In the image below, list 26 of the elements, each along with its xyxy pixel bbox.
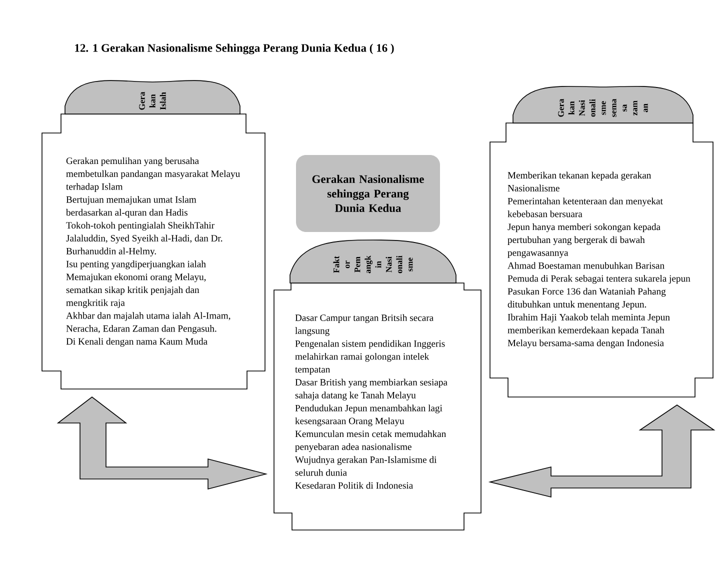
node-label: Pendudukan Jepun menambahkan lagi kesengsaraan Orang Melayu bbox=[295, 404, 442, 426]
title: 12. 1 Gerakan Nasionalisme Sehingga Perang Dunia Kedua ( 16 ) bbox=[75, 44, 394, 54]
heading-tab: Gera kan Nasi onali sme sema sa zam an bbox=[512, 86, 694, 124]
node-label: Gerakan pemulihan yang berusaha membetulkan pandangan masyarakat Melayu terhadap Islam bbox=[66, 157, 240, 192]
node-label: Memberikan tekanan kepada gerakan Nasionalisme bbox=[508, 172, 652, 192]
node-label: Akhbar dan majalah utama ialah Al-Imam, Neracha, Edaran Zaman dan Pengasuh. bbox=[66, 312, 230, 334]
node-label: Di Kenali dengan nama Kaum Muda bbox=[66, 338, 208, 347]
node-label: Ahmad Boestaman menubuhkan Barisan Pemuda di Perak sebagai tentera sukarela jepun bbox=[508, 262, 690, 284]
node-label: Dasar British yang membiarkan sesiapa sahaja datang ke Tanah Melayu bbox=[295, 378, 448, 400]
node-label: Kemunculan mesin cetak memudahkan penyebaran adea nasionalisme bbox=[295, 430, 446, 452]
node-label: Jepun hanya memberi sokongan kepada pertubuhan yang bergerak di bawah pengawasannya bbox=[508, 223, 660, 258]
title-box: Gerakan Nasionalisme sehingga Perang Dunia Kedua bbox=[296, 155, 440, 232]
block-arrow bbox=[488, 404, 716, 498]
heading-tab: Fakt or Pem angk in Nasi onali sme bbox=[290, 240, 456, 284]
heading-tab: Gera kan Islah bbox=[64, 80, 240, 114]
block-arrow bbox=[56, 396, 268, 490]
node-label: Pengenalan sistem pendidikan Inggeris melahirkan ramai golongan intelek tempatan bbox=[295, 340, 445, 375]
node-label: Pasukan Force 136 dan Wataniah Pahang ditubuhkan untuk menentang Jepun. bbox=[508, 288, 666, 310]
node-label: Tokoh-tokoh pentingialah SheikhTahir Jalaluddin, Syed Syeikh al-Hadi, dan Dr. Burhanuddin al-Helmy. bbox=[66, 222, 222, 256]
node-label: Kesedaran Politik di Indonesia bbox=[295, 482, 413, 489]
node-label: Ibrahim Haji Yaakob telah meminta Jepun memberikan kemerdekaan kepada Tanah Melayu bersama-sama dengan Indonesia bbox=[508, 314, 670, 348]
node-label: Isu penting yangdiperjuangkan ialah Memajukan ekonomi orang Melayu, sematkan sikap kritik penjajah dan mengkritik raja bbox=[66, 260, 206, 308]
node-label: Dasar Campur tangan Britsih secara langsung bbox=[295, 314, 434, 336]
node-label: Pemerintahan ketenteraan dan menyekat kebebasan bersuara bbox=[508, 198, 663, 218]
node-label: Wujudnya gerakan Pan-Islamisme di seluruh dunia bbox=[295, 456, 437, 476]
node-label: Bertujuan memajukan umat Islam berdasarkan al-quran dan Hadis bbox=[66, 196, 196, 218]
